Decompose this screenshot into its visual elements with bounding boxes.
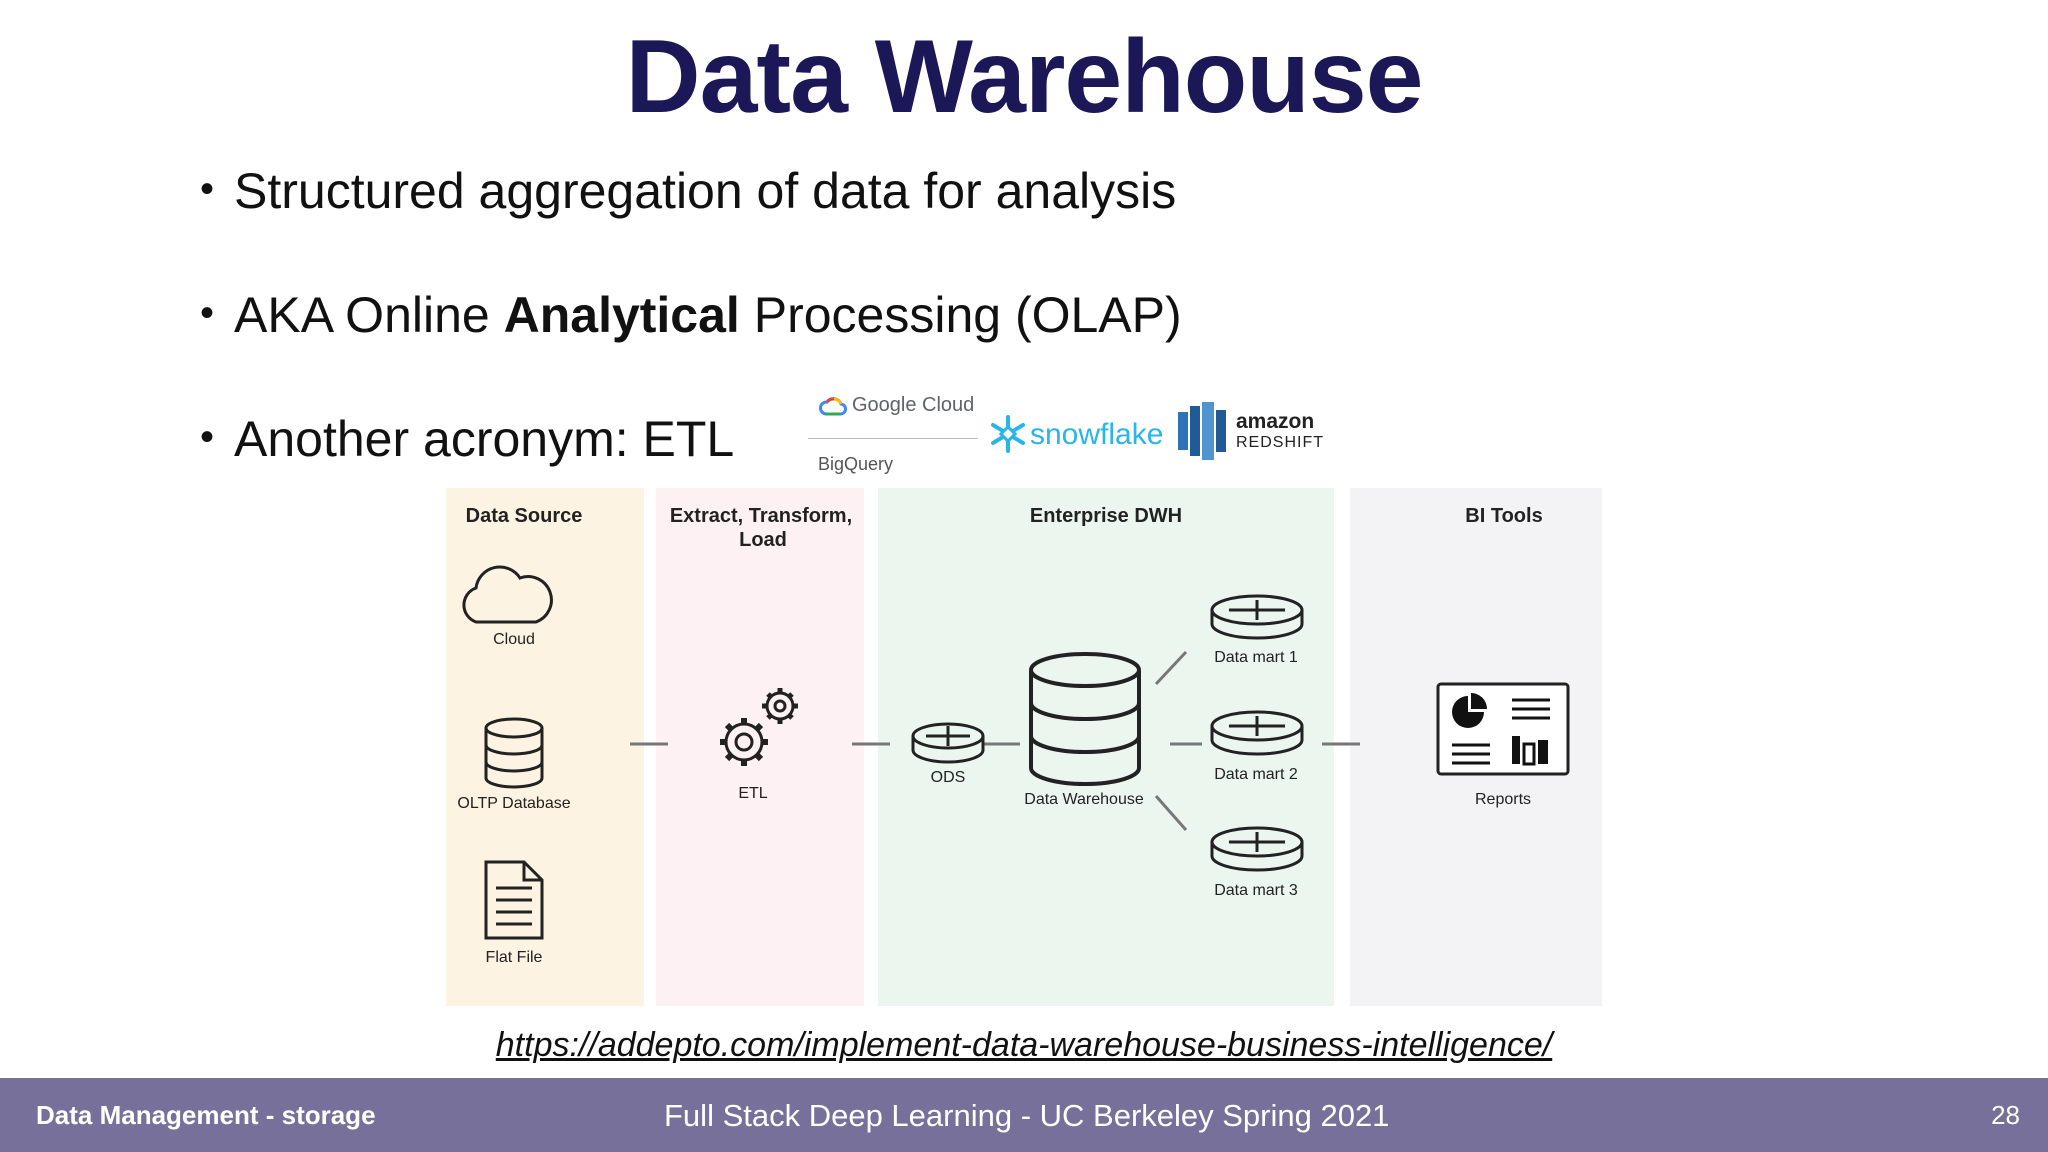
vendor-logos: Google Cloud BigQuery snowflake amazon R… <box>808 392 1328 480</box>
flat-file-label: Flat File <box>486 949 543 966</box>
google-cloud-icon <box>819 397 848 416</box>
bullet-2-text-pre: AKA Online <box>234 287 504 343</box>
ods-label: ODS <box>931 769 966 786</box>
reports-label: Reports <box>1475 791 1531 808</box>
bullet-marker: • <box>200 291 215 335</box>
bullet-2-text-post: Processing (OLAP) <box>739 287 1182 343</box>
bullet-2-text-bold: Analytical <box>503 287 740 343</box>
footer-bar: Data Management - storage Full Stack Dee… <box>0 1078 2048 1152</box>
footer-section: Data Management - storage <box>36 1100 376 1130</box>
data-mart-2-label: Data mart 2 <box>1214 766 1298 783</box>
data-mart-3-label: Data mart 3 <box>1214 882 1298 899</box>
bullet-1: • Structured aggregation of data for anal… <box>200 162 1176 220</box>
bullet-marker: • <box>200 167 215 211</box>
reports-dashboard-icon <box>1436 682 1570 776</box>
snowflake-logo-text: snowflake <box>1030 418 1164 451</box>
amazon-redshift-icon <box>1178 402 1226 460</box>
data-warehouse-icon <box>1029 652 1141 786</box>
data-warehouse-label: Data Warehouse <box>1024 791 1144 808</box>
oltp-database-label: OLTP Database <box>457 795 570 812</box>
amazon-logo-text: amazon <box>1236 410 1315 433</box>
bullet-3: • Another acronym: ETL <box>200 410 734 468</box>
etl-label: ETL <box>738 785 767 802</box>
redshift-logo-text: REDSHIFT <box>1236 434 1324 451</box>
ods-disk-icon <box>911 722 985 764</box>
google-cloud-logo-text: Google Cloud <box>852 394 975 416</box>
bullet-2: • AKA Online Analytical Processing (OLAP) <box>200 286 1182 344</box>
database-icon <box>484 717 544 789</box>
data-source-column <box>446 488 644 1006</box>
logo-divider <box>808 438 978 439</box>
data-mart-1-label: Data mart 1 <box>1214 649 1298 666</box>
file-icon <box>484 860 544 940</box>
footer-course: Full Stack Deep Learning - UC Berkeley S… <box>664 1098 1390 1133</box>
flow-connectors <box>630 650 1360 831</box>
etl-title-line2: Load <box>739 529 787 551</box>
gears-icon <box>720 688 798 766</box>
bullet-3-text: Another acronym: ETL <box>234 411 735 467</box>
bullet-marker: • <box>200 415 215 459</box>
data-warehouse-architecture-diagram: Data Source Extract, Transform, Load Ent… <box>446 488 1602 1006</box>
bullet-1-text: Structured aggregation of data for analy… <box>234 163 1177 219</box>
bi-tools-title: BI Tools <box>1465 505 1542 527</box>
etl-title-line1: Extract, Transform, <box>670 505 852 527</box>
snowflake-icon <box>991 415 1025 453</box>
bigquery-label: BigQuery <box>818 454 894 474</box>
cloud-icon <box>462 565 553 624</box>
slide-title: Data Warehouse <box>625 19 1423 135</box>
data-mart-2-icon <box>1210 710 1304 756</box>
data-source-title: Data Source <box>466 505 583 527</box>
page-number: 28 <box>1991 1100 2020 1130</box>
source-link[interactable]: https://addepto.com/implement-data-wareh… <box>495 1026 1553 1064</box>
cloud-label: Cloud <box>493 631 535 648</box>
data-mart-3-icon <box>1210 826 1304 872</box>
enterprise-dwh-title: Enterprise DWH <box>1030 505 1182 527</box>
data-mart-1-icon <box>1210 594 1304 640</box>
